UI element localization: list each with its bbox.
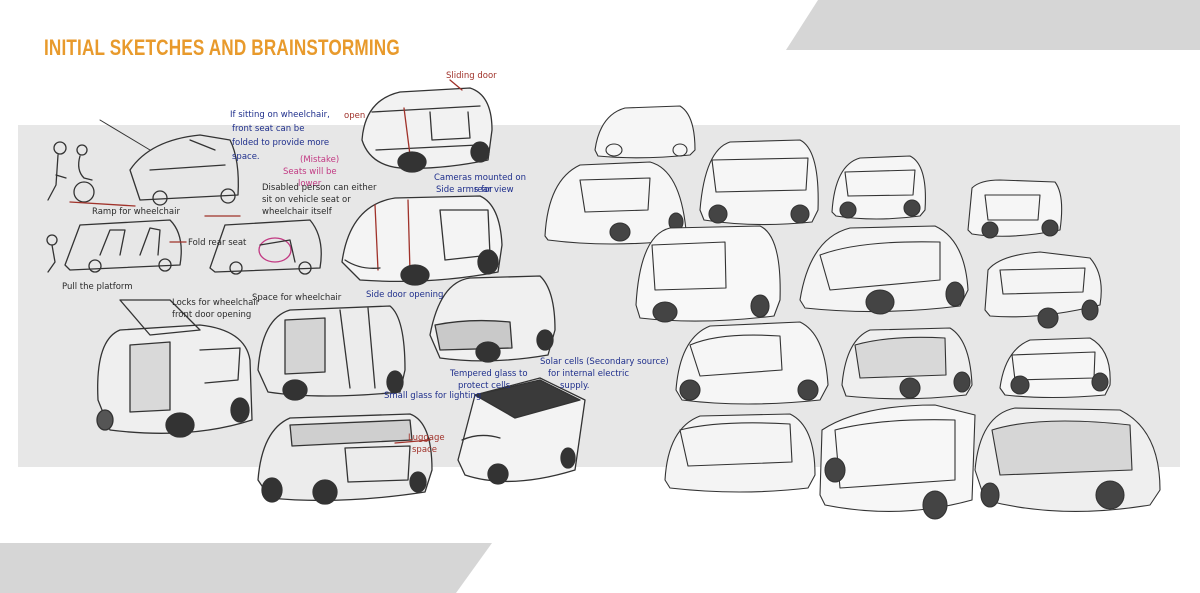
sketch-right-row4	[664, 404, 1161, 520]
annotation-solar-2: for internal electric	[548, 369, 629, 379]
sketch-front-pod	[429, 275, 556, 363]
annotation-disabled-2: sit on vehicle seat or	[262, 195, 351, 205]
annotation-disabled-3: wheelchair itself	[262, 207, 333, 217]
annotation-solar-3: supply.	[560, 381, 590, 391]
annotation-side-door: Side door opening	[366, 290, 443, 300]
annotation-wheelchair-3: folded to provide more	[232, 138, 329, 148]
annotation-luggage-1: Luggage	[408, 433, 445, 443]
sketch-right-row1	[544, 105, 1063, 245]
sketch-center-mover	[341, 195, 503, 286]
annotation-wheelchair-1: If sitting on wheelchair,	[230, 110, 330, 120]
annotation-lower: lower	[298, 179, 322, 189]
annotation-wheelchair-4: space.	[232, 152, 260, 162]
annotation-small-glass: Small glass for lighting	[384, 391, 481, 401]
page-title: INITIAL SKETCHES AND BRAINSTORMING	[44, 35, 400, 60]
annotation-layer: Sliding door open If sitting on wheelcha…	[62, 71, 669, 455]
annotation-locks-1: Locks for wheelchair	[172, 298, 260, 308]
annotation-cameras-2: Side arms for	[436, 185, 493, 195]
annotation-tempered-2: protect cells	[458, 381, 511, 391]
sketch-luggage-vehicle	[257, 413, 433, 505]
annotation-luggage-2: space	[412, 445, 437, 455]
sketch-solar-van	[457, 377, 586, 485]
annotation-mistake: (Mistake)	[300, 155, 339, 165]
bottom-left-stripe	[0, 543, 492, 593]
annotation-solar-1: Solar cells (Secondary source)	[540, 357, 669, 367]
annotation-seats-lower: Seats will be	[283, 167, 337, 177]
sketch-side-door-opening	[257, 305, 406, 401]
annotation-disabled-1: Disabled person can either	[262, 183, 377, 193]
sketch-open-hatch	[96, 299, 253, 438]
annotation-pull-platform: Pull the platform	[62, 282, 133, 292]
annotation-ramp: Ramp for wheelchair	[92, 207, 180, 217]
sketch-right-row2	[635, 225, 1102, 329]
annotation-space-wheelchair: Space for wheelchair	[252, 293, 342, 303]
sketch-wheelchair-loading	[47, 119, 239, 207]
annotation-cameras-1: Cameras mounted on	[434, 173, 526, 183]
annotation-open: open	[344, 111, 365, 121]
sketch-wheelchair-space	[204, 215, 322, 275]
annotation-tempered-1: Tempered glass to	[449, 369, 528, 379]
annotation-fold-rear-seat: Fold rear seat	[188, 238, 247, 248]
sketch-fold-rear-seat	[46, 219, 187, 273]
annotation-sliding-door: Sliding door	[446, 71, 497, 81]
sketch-sliding-door-pod	[361, 79, 493, 173]
top-right-stripe	[786, 0, 1200, 50]
annotation-locks-2: front door opening	[172, 310, 251, 320]
annotation-wheelchair-2: front seat can be	[232, 124, 304, 134]
sketch-right-row3	[675, 321, 1111, 405]
annotation-cameras-3: rear view	[474, 185, 514, 195]
